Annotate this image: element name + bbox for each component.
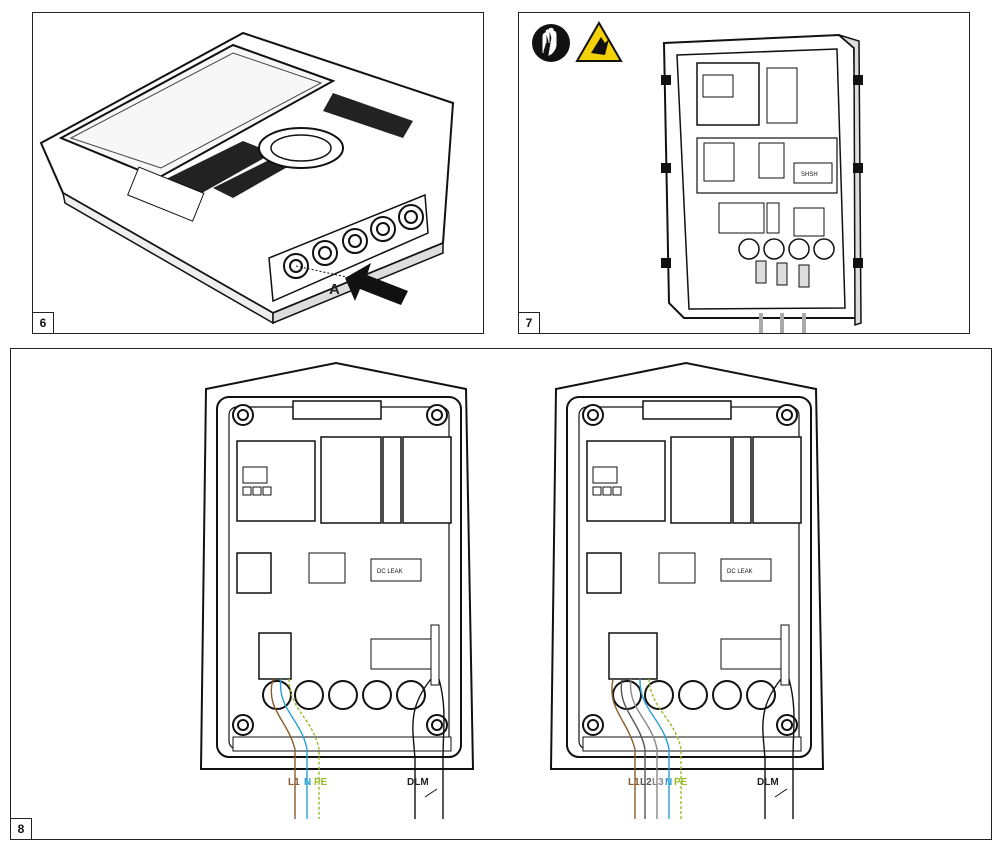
dc-leak-label: DC LEAK bbox=[727, 569, 753, 575]
figure-7-panel: SHSH 7 bbox=[518, 12, 970, 334]
protective-gloves-icon bbox=[532, 24, 570, 62]
sharp-edge-hazard-icon bbox=[575, 21, 623, 62]
wires-three-phase bbox=[611, 678, 795, 819]
wire-label-l2: L2 bbox=[640, 777, 652, 788]
figure-6-panel: A 6 bbox=[32, 12, 484, 334]
wire-label-l3: L3 bbox=[652, 777, 664, 788]
dc-leak-label: DC LEAK bbox=[377, 569, 403, 575]
wire-label-pe: PE bbox=[674, 777, 688, 788]
figure-number: 6 bbox=[33, 312, 54, 333]
callout-a: A bbox=[329, 281, 340, 298]
wire-label-l1: L1 bbox=[288, 777, 300, 788]
charger-isometric-drawing bbox=[39, 31, 455, 325]
wire-label-n: N bbox=[304, 777, 312, 788]
wire-label-l1: L1 bbox=[628, 777, 640, 788]
open-enclosure-drawing: SHSH bbox=[532, 21, 863, 333]
wire-label-pe: PE bbox=[314, 777, 328, 788]
wires-single-phase bbox=[270, 678, 445, 819]
wire-label-n: N bbox=[665, 777, 673, 788]
figure-number: 7 bbox=[519, 312, 540, 333]
wiring-diagrams: DC LEAK bbox=[199, 361, 825, 819]
svg-text:SHSH: SHSH bbox=[801, 172, 818, 178]
dlm-label: DLM bbox=[757, 777, 779, 788]
insert-arrow bbox=[345, 263, 408, 305]
dlm-label: DLM bbox=[407, 777, 429, 788]
enclosure-single-phase: DC LEAK bbox=[199, 361, 475, 770]
figure-8-panel: DC LEAK bbox=[10, 348, 992, 840]
enclosure-three-phase: DC LEAK bbox=[549, 361, 825, 770]
figure-number: 8 bbox=[11, 818, 32, 839]
